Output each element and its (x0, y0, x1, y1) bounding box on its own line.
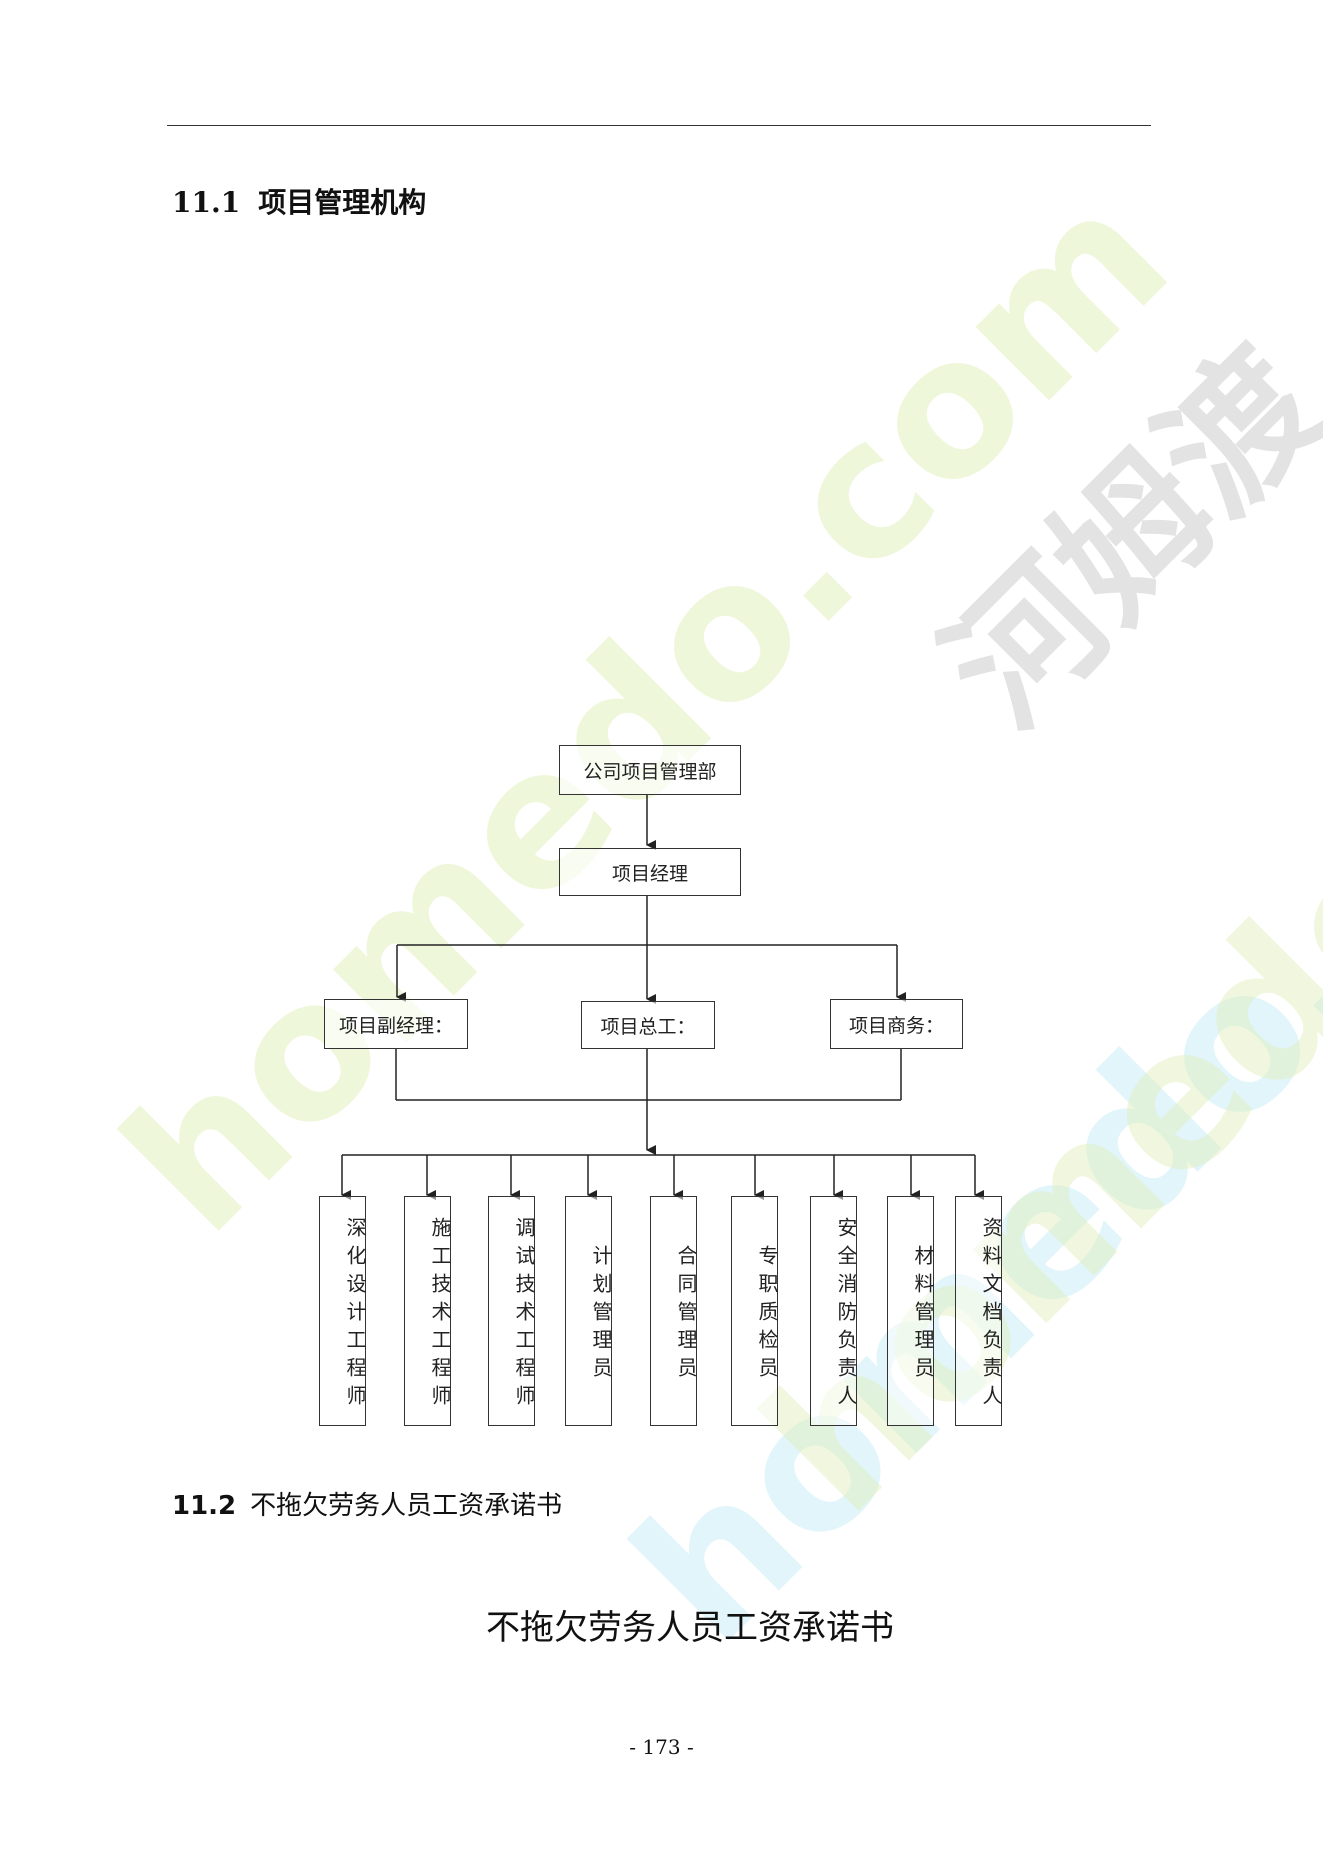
org-node-staff: 材料管理员 (887, 1196, 935, 1426)
document-title: 不拖欠劳务人员工资承诺书 (486, 1608, 894, 1648)
org-node-deputy-manager: 项目副经理： (324, 999, 468, 1049)
org-node-staff: 资料文档负责人 (955, 1196, 1003, 1426)
section-heading-1: 11.1 项目管理机构 (172, 181, 426, 221)
org-node-staff: 调试技术工程师 (488, 1196, 536, 1426)
section-heading-2: 11.2 不拖欠劳务人员工资承诺书 (172, 1485, 562, 1522)
section-title: 项目管理机构 (258, 186, 427, 219)
header-rule (167, 125, 1151, 126)
section-number: 11.2 (172, 1491, 237, 1521)
section-title: 不拖欠劳务人员工资承诺书 (250, 1491, 563, 1521)
org-node-staff: 施工技术工程师 (404, 1196, 452, 1426)
section-number: 11.1 (172, 186, 241, 219)
page-number: - 173 - (629, 1735, 694, 1759)
org-node-company-pm-dept: 公司项目管理部 (559, 745, 741, 795)
org-node-staff: 合同管理员 (650, 1196, 698, 1426)
org-node-project-manager: 项目经理 (559, 848, 741, 896)
org-node-staff: 专职质检员 (731, 1196, 779, 1426)
org-node-staff: 安全消防负责人 (810, 1196, 858, 1426)
org-node-staff: 计划管理员 (565, 1196, 613, 1426)
org-node-commercial: 项目商务： (830, 999, 963, 1049)
org-node-chief-engineer: 项目总工： (581, 1001, 715, 1049)
org-node-staff: 深化设计工程师 (319, 1196, 367, 1426)
